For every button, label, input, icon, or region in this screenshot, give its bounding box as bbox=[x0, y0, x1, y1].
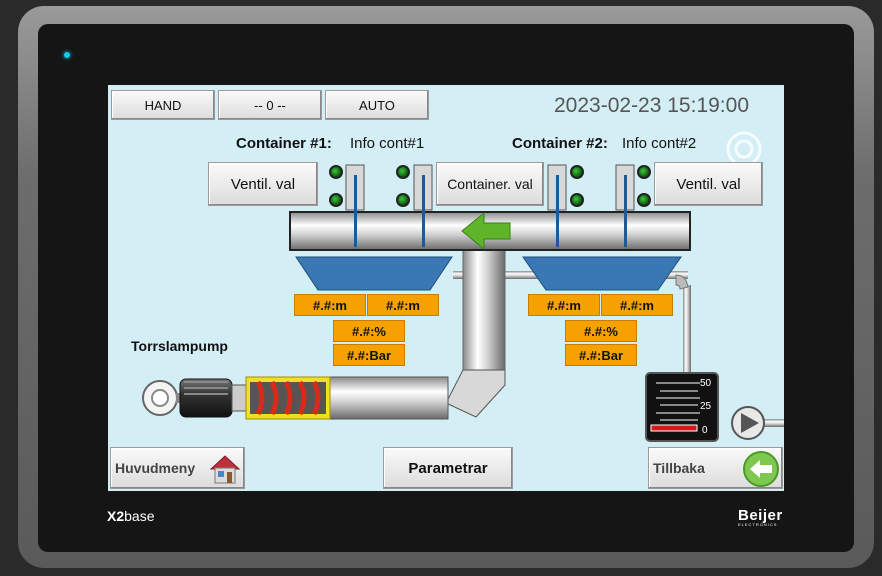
tillbaka-button[interactable]: Tillbaka bbox=[648, 447, 783, 489]
gauge-tick-label: 50 bbox=[700, 378, 712, 389]
gauge-level-bar bbox=[650, 424, 698, 432]
right-meter-value-1: #.#:m bbox=[528, 294, 600, 316]
pump-label: Torrslampump bbox=[131, 338, 228, 354]
container2-info: Info cont#2 bbox=[622, 135, 697, 152]
outlet-pipe bbox=[758, 419, 784, 427]
valve-led-8 bbox=[637, 193, 651, 207]
play-icon bbox=[741, 413, 759, 433]
valve-led-3 bbox=[396, 165, 410, 179]
container1-label: Container #1: bbox=[236, 135, 332, 152]
auto-button[interactable]: AUTO bbox=[325, 90, 429, 120]
valve-led-2 bbox=[329, 193, 343, 207]
pressure-gauge bbox=[645, 372, 719, 442]
container-val-button[interactable]: Container. val bbox=[436, 162, 544, 206]
model-logo: X2base bbox=[107, 508, 155, 524]
ventil-val-right-button[interactable]: Ventil. val bbox=[654, 162, 763, 206]
air-pipe-vertical bbox=[683, 285, 691, 420]
vertical-pipe bbox=[462, 249, 506, 381]
left-percent-value: #.#:% bbox=[333, 320, 405, 342]
hmi-screen: HAND -- 0 -- AUTO 2023-02-23 15:19:00 Co… bbox=[108, 85, 784, 491]
valve-led-6 bbox=[570, 193, 584, 207]
valve-led-5 bbox=[570, 165, 584, 179]
huvudmeny-button[interactable]: Huvudmeny bbox=[110, 447, 245, 489]
left-bar-value: #.#:Bar bbox=[333, 344, 405, 366]
gauge-tick-label: 0 bbox=[702, 425, 708, 436]
hopper-right bbox=[522, 256, 682, 291]
air-pipe-elbow bbox=[675, 274, 689, 290]
ventil-val-left-button[interactable]: Ventil. val bbox=[208, 162, 318, 206]
right-bar-value: #.#:Bar bbox=[565, 344, 637, 366]
horizontal-pipe bbox=[327, 376, 449, 420]
left-meter-value-1: #.#:m bbox=[294, 294, 366, 316]
process-diagram bbox=[142, 131, 784, 442]
pipe-elbow bbox=[445, 369, 506, 418]
parametrar-button[interactable]: Parametrar bbox=[383, 447, 513, 489]
pump-motor bbox=[179, 378, 233, 418]
hand-button[interactable]: HAND bbox=[111, 90, 215, 120]
huvudmeny-label: Huvudmeny bbox=[115, 460, 196, 476]
right-meter-value-2: #.#:m bbox=[601, 294, 673, 316]
power-led bbox=[64, 52, 70, 58]
zero-button[interactable]: -- 0 -- bbox=[218, 90, 322, 120]
valve-led-7 bbox=[637, 165, 651, 179]
gauge-tick-label: 25 bbox=[700, 401, 712, 412]
valve-led-1 bbox=[329, 165, 343, 179]
right-percent-value: #.#:% bbox=[565, 320, 637, 342]
valve-led-4 bbox=[396, 193, 410, 207]
flow-arrow-icon bbox=[461, 211, 511, 251]
left-meter-value-2: #.#:m bbox=[367, 294, 439, 316]
datetime-display: 2023-02-23 15:19:00 bbox=[554, 94, 749, 117]
container2-label: Container #2: bbox=[512, 135, 608, 152]
status-indicator-icon bbox=[726, 131, 762, 167]
hopper-left bbox=[295, 256, 453, 291]
container1-info: Info cont#1 bbox=[350, 135, 425, 152]
home-icon bbox=[209, 455, 241, 484]
tillbaka-label: Tillbaka bbox=[653, 460, 705, 476]
back-arrow-icon bbox=[743, 451, 779, 487]
